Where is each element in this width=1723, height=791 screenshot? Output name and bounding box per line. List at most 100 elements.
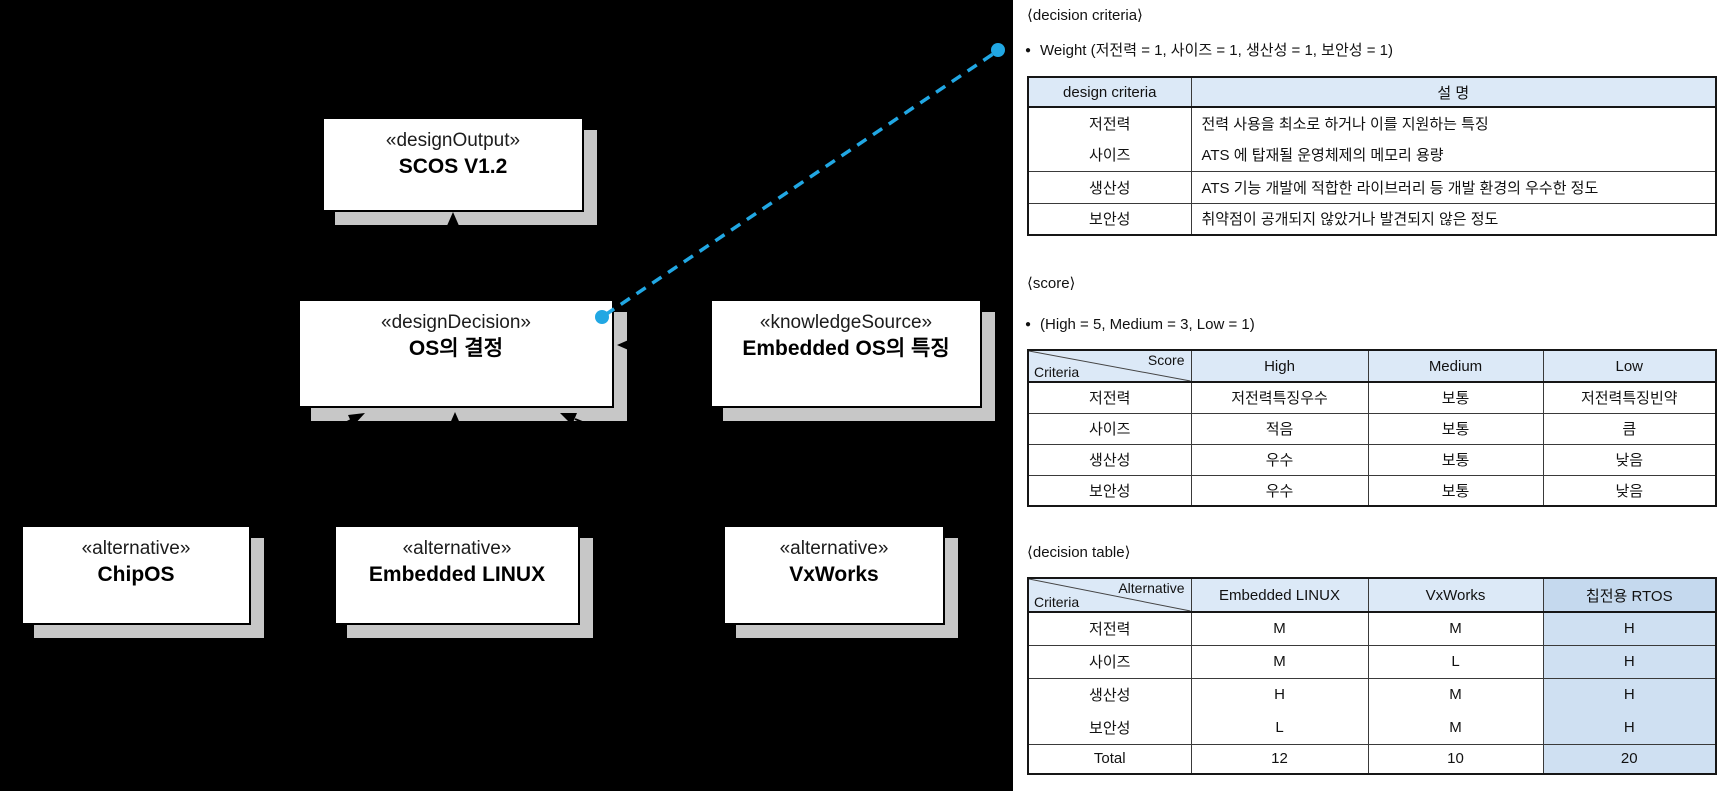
- criteria-name-cell: 생산성: [1028, 171, 1191, 204]
- score-value-cell: 낮음: [1542, 444, 1716, 476]
- score-corner-top-label: Score: [1147, 352, 1185, 368]
- node-stereotype: «alternative»: [81, 538, 191, 559]
- score-title: ⟨score⟩: [1027, 275, 1076, 292]
- score-column-header: Medium: [1367, 350, 1543, 383]
- node-design-decision[interactable]: «designDecision» OS의 결정: [298, 299, 614, 408]
- decision-value-cell: M: [1190, 645, 1368, 679]
- node-name: Embedded OS의 특징: [742, 337, 950, 360]
- score-value-cell: 낮음: [1542, 475, 1716, 506]
- node-alternative-chipos[interactable]: «alternative» ChipOS: [21, 525, 251, 625]
- score-value-cell: 저전력특징우수: [1190, 382, 1368, 414]
- decision-criteria-cell: Total: [1093, 750, 1126, 768]
- decision-value-cell: M: [1367, 612, 1543, 646]
- diagonal-line: [1029, 351, 1191, 381]
- decision-criteria-cell: 사이즈: [1028, 645, 1191, 679]
- node-stereotype: «designOutput»: [385, 130, 521, 151]
- weight-note-text: Weight (저전력 = 1, 사이즈 = 1, 생산성 = 1, 보안성 =…: [1040, 42, 1393, 59]
- node-name: SCOS V1.2: [398, 155, 508, 178]
- diagonal-line: [1029, 579, 1191, 611]
- score-column-header: High: [1190, 350, 1368, 383]
- annotation-dashed-line: [604, 50, 997, 317]
- decision-column-header: 칩전용 RTOS: [1542, 578, 1716, 613]
- bullet-icon: ●: [1025, 319, 1032, 330]
- score-criteria-cell: 사이즈: [1028, 413, 1191, 445]
- score-value-cell: 적음: [1190, 413, 1368, 445]
- criteria-description-cell: ATS 기능 개발에 적합한 라이브러리 등 개발 환경의 우수한 정도: [1190, 171, 1716, 204]
- analysis-panel: ⟨decision criteria⟩ ● Weight (저전력 = 1, 사이…: [1013, 0, 1723, 791]
- bullet-icon: ●: [1025, 45, 1032, 56]
- node-alternative-vxworks[interactable]: «alternative» VxWorks: [723, 525, 945, 625]
- node-name: OS의 결정: [408, 337, 504, 360]
- criteria-description-cell: 취약점이 공개되지 않았거나 발견되지 않은 정도: [1190, 203, 1716, 235]
- node-stereotype: «knowledgeSource»: [759, 312, 933, 333]
- node-name: ChipOS: [97, 563, 175, 586]
- score-value-cell: 우수: [1190, 444, 1368, 476]
- decision-value-cell: H: [1542, 645, 1716, 679]
- decision-criteria-cell: 보안성: [1028, 711, 1191, 745]
- decision-value-cell: 20: [1542, 744, 1716, 774]
- score-value-cell: 큼: [1542, 413, 1716, 445]
- score-value-cell: 우수: [1190, 475, 1368, 506]
- node-alternative-embedded-linux[interactable]: «alternative» Embedded LINUX: [334, 525, 580, 625]
- decision-value-cell: H: [1542, 678, 1716, 711]
- node-name: Embedded LINUX: [368, 563, 546, 586]
- score-column-header: Low: [1542, 350, 1716, 383]
- node-name: VxWorks: [789, 563, 879, 586]
- criteria-table-column-header: design criteria: [1028, 77, 1191, 108]
- decision-value-cell: M: [1190, 612, 1368, 646]
- decision-value-cell: 10: [1367, 744, 1543, 774]
- node-stereotype: «designDecision»: [381, 312, 531, 333]
- score-note: ●(High = 5, Medium = 3, Low = 1): [1025, 316, 1255, 333]
- arrowhead-upright-icon: [348, 413, 365, 426]
- decision-column-header: VxWorks: [1367, 578, 1543, 613]
- decision-value-cell: L: [1190, 711, 1368, 745]
- decision-value-cell: H: [1542, 612, 1716, 646]
- score-criteria-cell: 생산성: [1028, 444, 1191, 476]
- arrowhead-up-icon: [448, 412, 462, 428]
- score-value-cell: 보통: [1367, 475, 1543, 506]
- decision-value-cell: H: [1190, 678, 1368, 711]
- arrowhead-upleft-icon: [560, 413, 577, 425]
- dependency-line: [454, 427, 458, 526]
- decision-column-header: Embedded LINUX: [1190, 578, 1368, 613]
- table-row: 보안성 취약점이 공개되지 않았거나 발견되지 않은 정도: [1028, 203, 1716, 235]
- decision-criteria-title: ⟨decision criteria⟩: [1027, 7, 1143, 24]
- decision-table-title: ⟨decision table⟩: [1027, 544, 1131, 561]
- arrowhead-left-icon: [617, 338, 633, 352]
- decision-value-cell: L: [1367, 645, 1543, 679]
- node-design-output[interactable]: «designOutput» SCOS V1.2: [322, 117, 584, 212]
- criteria-description-cell: 전력 사용을 최소로 하거나 이를 지원하는 특징: [1190, 107, 1716, 139]
- criteria-name-cell: 보안성: [1089, 211, 1131, 229]
- criteria-table-column-header: 설 명: [1190, 77, 1716, 108]
- node-knowledge-source[interactable]: «knowledgeSource» Embedded OS의 특징: [710, 299, 982, 408]
- node-stereotype: «alternative»: [779, 538, 889, 559]
- decision-criteria-cell: 생산성: [1089, 687, 1131, 705]
- score-criteria-cell: 저전력: [1028, 382, 1191, 414]
- criteria-name-cell: 사이즈: [1028, 139, 1191, 172]
- score-value-cell: 보통: [1367, 382, 1543, 414]
- decision-value-cell: M: [1367, 711, 1543, 745]
- node-stereotype: «alternative»: [402, 538, 512, 559]
- dependency-line: [139, 419, 352, 526]
- decision-value-cell: M: [1367, 678, 1543, 711]
- score-criteria-cell: 보안성: [1089, 482, 1131, 500]
- dependency-line: [574, 418, 835, 526]
- decision-corner-top-label: Alternative: [1118, 580, 1185, 596]
